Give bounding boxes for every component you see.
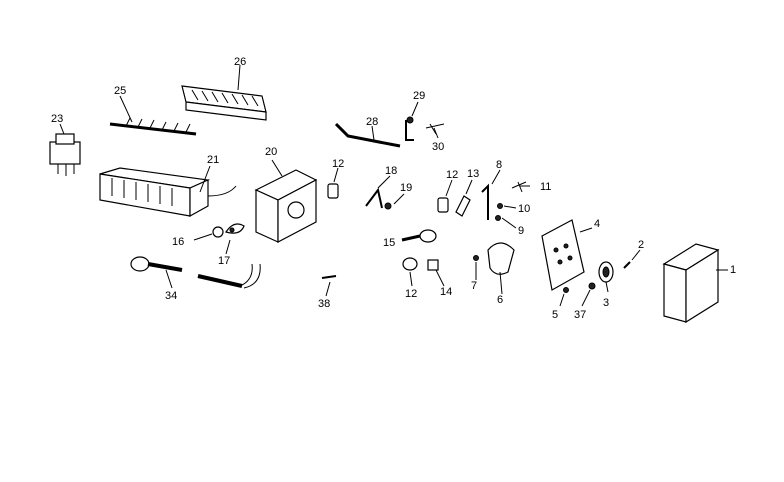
- part-34-fill-cup: [130, 256, 183, 289]
- callout-25: 25: [114, 85, 126, 97]
- callout-4: 4: [594, 218, 600, 230]
- callout-17: 17: [218, 255, 230, 267]
- callout-2: 2: [638, 239, 644, 251]
- callout-37: 37: [574, 309, 586, 321]
- part-21-ice-mold: [99, 165, 237, 218]
- part-6-motor: [487, 242, 515, 295]
- part-3-timing-gear: [598, 261, 614, 293]
- callout-3: 3: [603, 297, 609, 309]
- part-28-shutoff-arm: [334, 122, 401, 148]
- callout-29: 29: [413, 90, 425, 102]
- callout-19: 19: [400, 182, 412, 194]
- callout-13: 13: [467, 168, 479, 180]
- callout-16: 16: [172, 236, 184, 248]
- callout-21: 21: [207, 154, 219, 166]
- callout-12-middle: 12: [446, 169, 458, 181]
- callout-12-upper: 12: [332, 158, 344, 170]
- callout-5: 5: [552, 309, 558, 321]
- callout-38: 38: [318, 298, 330, 310]
- part-23-water-valve: [49, 123, 81, 176]
- part-16-17-gear-arm: [193, 223, 245, 255]
- callout-14: 14: [440, 286, 452, 298]
- callout-20: 20: [265, 146, 277, 158]
- callout-34: 34: [165, 290, 177, 302]
- part-25-ejector: [109, 95, 197, 136]
- part-8-11-contacts: [481, 169, 530, 229]
- part-38-clip: [321, 275, 337, 297]
- callout-30: 30: [432, 141, 444, 153]
- callout-6: 6: [497, 294, 503, 306]
- callout-11: 11: [540, 181, 551, 193]
- part-12-13-middle: [437, 179, 473, 217]
- part-15-motor-pin: [401, 229, 437, 243]
- callout-10: 10: [518, 203, 530, 215]
- part-26-stripper: [181, 64, 267, 121]
- part-1-cover: [662, 243, 728, 324]
- part-7-screw: [473, 255, 479, 280]
- part-2-screw: [623, 249, 641, 269]
- callout-12-lower: 12: [405, 288, 417, 300]
- callout-18: 18: [385, 165, 397, 177]
- part-29-30-spring: [405, 101, 445, 141]
- callout-1: 1: [730, 264, 736, 276]
- callout-28: 28: [366, 116, 378, 128]
- callout-15: 15: [383, 237, 395, 249]
- callout-7: 7: [471, 280, 477, 292]
- part-17-harness: [197, 263, 261, 289]
- callout-9: 9: [518, 225, 524, 237]
- callout-23: 23: [51, 113, 63, 125]
- part-18-19-switch: [365, 175, 405, 210]
- part-5-37-screws: [559, 282, 596, 307]
- part-12-14-lower: [402, 257, 445, 287]
- part-12-upper: [327, 167, 339, 199]
- part-4-mounting-plate: [541, 219, 593, 291]
- callout-8: 8: [496, 159, 502, 171]
- callout-26: 26: [234, 56, 246, 68]
- part-20-housing: [254, 159, 318, 243]
